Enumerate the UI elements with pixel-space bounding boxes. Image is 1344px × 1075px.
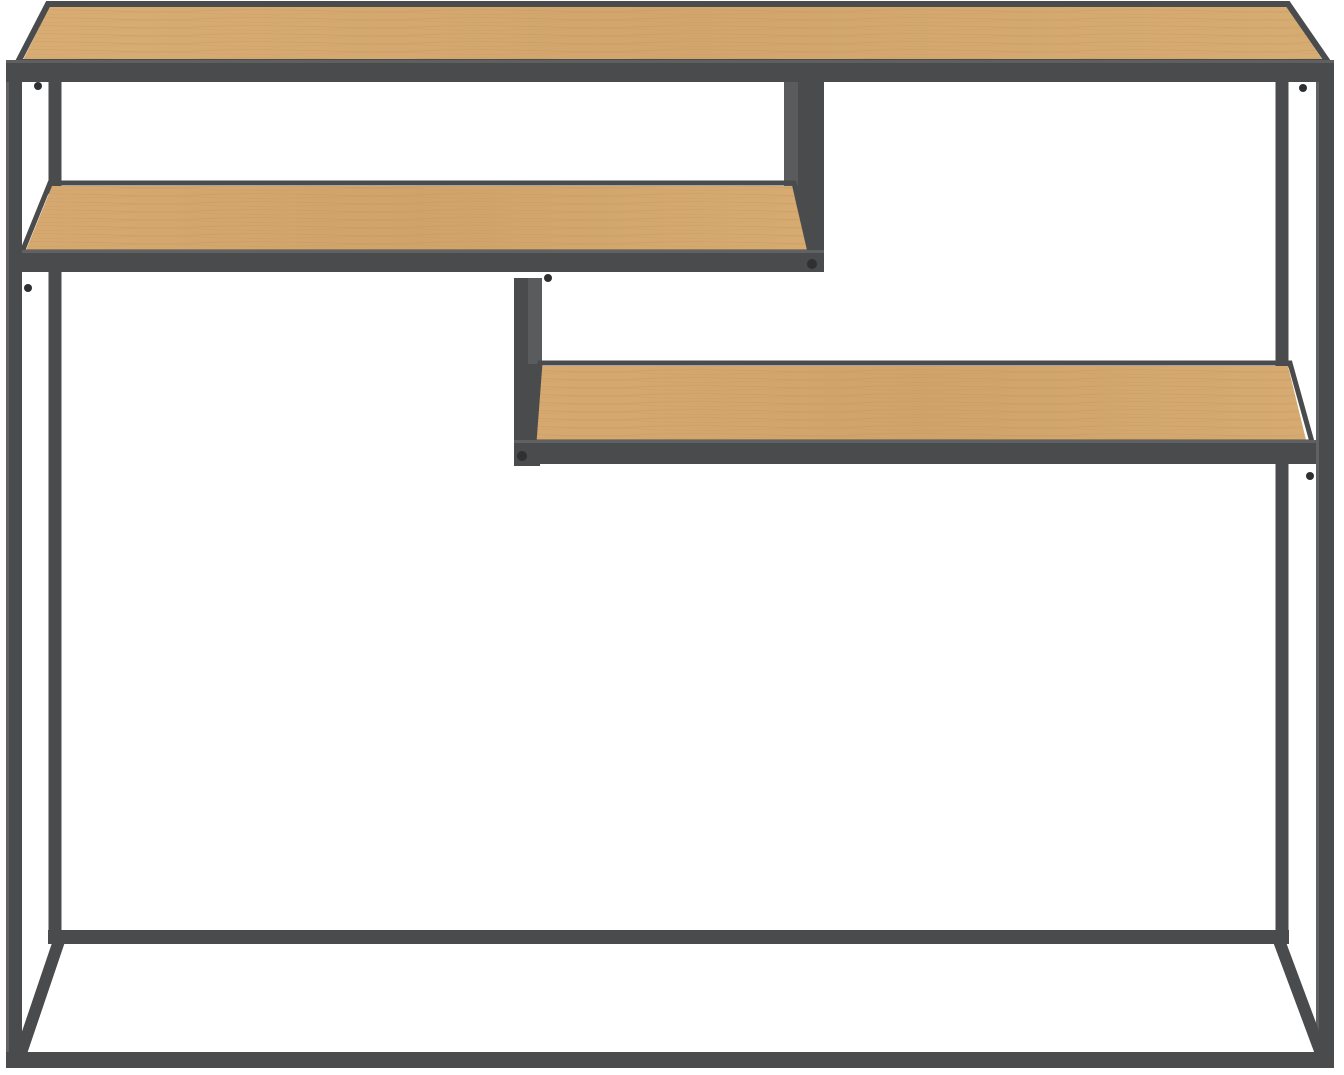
- front-right-leg: [1316, 82, 1334, 1068]
- top-shelf: [6, 1, 1334, 82]
- top-shelf-grain: [22, 6, 1324, 62]
- bolt: [1299, 84, 1307, 92]
- lower-right-shelf-grain: [536, 366, 1306, 440]
- upper-left-shelf-front-rail-highlight: [22, 250, 824, 253]
- lower-right-shelf-front-rail-highlight: [514, 440, 1316, 443]
- lower-shelf-support-post-inner: [528, 278, 542, 364]
- front-left-leg-highlight: [6, 82, 9, 1068]
- top-front-rail: [6, 60, 1334, 82]
- upper-left-shelf-front-rail: [22, 250, 824, 272]
- upper-left-shelf-grain: [26, 186, 808, 250]
- lower-right-shelf-front-rail: [514, 440, 1316, 464]
- bolt: [807, 259, 817, 269]
- bolt: [544, 274, 552, 282]
- front-frame: [6, 82, 1334, 1068]
- base-right-side-rail: [1272, 932, 1328, 1062]
- bolt: [517, 451, 527, 461]
- front-right-leg-highlight: [1316, 82, 1319, 1068]
- front-left-leg: [6, 82, 22, 1068]
- bolt: [34, 82, 42, 90]
- base-left-side-rail: [14, 932, 66, 1062]
- lower-right-shelf: [514, 278, 1316, 480]
- upper-shelf-support-post-inner: [784, 82, 798, 186]
- upper-left-shelf: [18, 82, 824, 292]
- top-front-rail-highlight: [6, 60, 1334, 63]
- bolt: [1306, 472, 1314, 480]
- front-bottom-rail: [6, 1052, 1334, 1068]
- top-bolts: [34, 82, 1307, 92]
- bolt: [24, 284, 32, 292]
- base-side-rails: [14, 932, 1328, 1062]
